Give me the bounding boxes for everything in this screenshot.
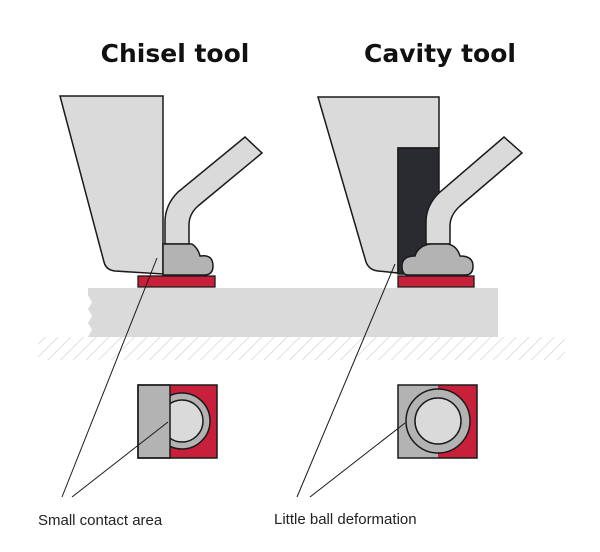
leader-lines: [61, 257, 406, 498]
ball-right: [401, 243, 474, 276]
chisel-top-view: [137, 384, 218, 459]
ball-deformed-left: [162, 243, 214, 276]
cavity-top-view: [397, 384, 478, 459]
cavity-tool: [317, 96, 524, 288]
bond-pad-left: [137, 275, 216, 288]
wire-left: [164, 136, 264, 245]
cavity-tool-title: Cavity tool: [364, 39, 516, 68]
small-contact-area-label: Small contact area: [38, 512, 163, 529]
ground-hatch: [38, 337, 565, 360]
little-ball-deformation-label: Little ball deformation: [274, 511, 417, 528]
bond-pad-right: [397, 275, 475, 288]
chisel-body: [59, 95, 164, 275]
chisel-tool: [59, 95, 264, 288]
chisel-tool-title: Chisel tool: [101, 39, 250, 68]
workpiece-substrate: [88, 288, 498, 337]
wire-right: [425, 136, 524, 245]
